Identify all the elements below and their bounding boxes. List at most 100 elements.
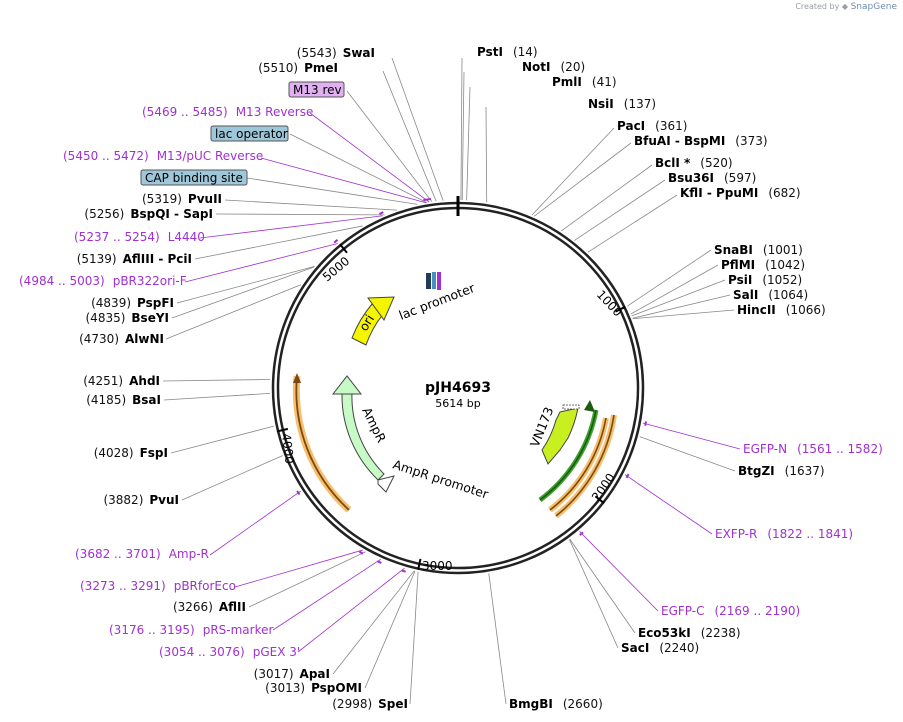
- leader-line: [181, 455, 283, 501]
- leader-line: [272, 559, 381, 631]
- leader-line: [170, 425, 275, 454]
- leader-line: [632, 294, 731, 319]
- site-label-ahdi: (4251)AhdI: [83, 374, 160, 388]
- leader-line: [574, 179, 666, 241]
- primer-label-m13-reverse: (5469 .. 5485)M13 Reverse: [142, 105, 313, 119]
- site-label-afliii-pcii: (5139)AflIII - PciI: [77, 252, 192, 266]
- ring-tick: [276, 427, 289, 433]
- ring-tick: [615, 305, 626, 313]
- primer-mark: [625, 473, 630, 479]
- site-label-pmei: (5510)PmeI: [258, 61, 338, 75]
- leader-line: [631, 279, 726, 317]
- leader-line: [531, 127, 615, 216]
- site-label-eco53ki: Eco53kI(2238): [638, 626, 741, 640]
- lac-operator-mark: [432, 272, 436, 289]
- leader-line: [642, 422, 741, 450]
- leader-line: [627, 249, 712, 307]
- leader-line: [460, 57, 463, 201]
- orange-track-2: [555, 414, 615, 517]
- primer-label-amp-r: (3682 .. 3701)Amp-R: [75, 547, 209, 561]
- boxed-label-m13-rev-text: M13 rev: [293, 83, 342, 97]
- site-label-pspfi: (4839)PspFI: [91, 296, 174, 310]
- snapgene-logo-icon: ◆: [841, 2, 849, 11]
- leader-line: [209, 490, 302, 556]
- leader-line: [569, 538, 636, 634]
- leader-line: [297, 567, 405, 653]
- site-label-nsii: NsiI(137): [588, 97, 656, 111]
- leader-line: [632, 309, 735, 320]
- leader-line: [533, 142, 632, 217]
- leader-line: [569, 539, 619, 649]
- boxed-label-lac-operator: [210, 125, 289, 142]
- site-label-bseyi: (4835)BseYI: [86, 311, 170, 325]
- site-label-noti: NotI(20): [522, 60, 585, 74]
- leader-line: [466, 86, 471, 201]
- feature-label-ori: ori: [356, 312, 377, 334]
- site-label-alwni: (4730)AlwNI: [79, 332, 164, 346]
- primer-label-egfp-n: EGFP-N(1561 .. 1582): [743, 442, 883, 456]
- primer-label-egfp-c: EGFP-C(2169 .. 2190): [661, 604, 800, 618]
- site-label-spei: (2998)SpeI: [332, 697, 408, 711]
- site-label-bsai: (4185)BsaI: [86, 393, 161, 407]
- plasmid-name: pJH4693: [425, 380, 491, 396]
- ring-ticks: [276, 196, 626, 570]
- primer-mark: [377, 560, 382, 564]
- primer-mark: [644, 421, 648, 426]
- site-label-bcli: BclI *(520): [655, 156, 733, 170]
- site-label-pvui: (3882)PvuI: [103, 493, 179, 507]
- site-label-saci: SacI(2240): [621, 641, 699, 655]
- cap-site-mark: [426, 273, 431, 289]
- leader-line: [171, 266, 315, 319]
- site-label-swai: (5543)SwaI: [297, 46, 375, 60]
- m13-rev-mark: [437, 272, 441, 290]
- primer-label-prs-marker: (3176 .. 3195)pRS-marker: [109, 623, 273, 637]
- primer-label-pbrforeco: (3273 .. 3291)pBRforEco: [80, 579, 236, 593]
- leader-line: [260, 157, 427, 204]
- primer-mark: [378, 211, 384, 215]
- credit-prefix: Created by: [795, 2, 840, 11]
- tick-label-4000: 4000: [279, 433, 297, 465]
- leader-line: [163, 392, 271, 401]
- site-label-paci: PacI(361): [617, 119, 687, 133]
- site-label-bmgbi: BmgBI(2660): [509, 697, 603, 711]
- tick-label-1000: 1000: [594, 287, 625, 319]
- ring-tick: [417, 558, 422, 570]
- leader-line: [165, 284, 302, 340]
- snapgene-credit: Created by ◆ SnapGene: [795, 2, 897, 12]
- vn173-feature: [541, 407, 579, 465]
- orange-track-1: [549, 417, 607, 511]
- site-label-psii: PsiI(1052): [728, 273, 802, 287]
- leader-line: [461, 71, 465, 201]
- site-label-bsu36i: Bsu36I(597): [668, 171, 756, 185]
- site-label-aflii: (3266)AflII: [173, 600, 246, 614]
- ampr-track: [295, 375, 350, 511]
- leader-line: [639, 436, 736, 472]
- leader-line: [587, 194, 678, 253]
- plasmid-length: 5614 bp: [435, 397, 480, 410]
- leader-line: [409, 571, 419, 705]
- leader-line: [246, 177, 418, 205]
- leader-line: [364, 570, 416, 689]
- boxed-label-cap-binding-site-text: CAP binding site: [145, 171, 243, 185]
- green-track: [539, 409, 597, 501]
- leader-line: [194, 225, 363, 260]
- site-label-kfli-ppumi: KflI - PpuMI(682): [680, 186, 801, 200]
- leader-line: [309, 112, 430, 203]
- primer-label-pbr322ori-f: (4984 .. 5003)pBR322ori-F: [19, 274, 187, 288]
- leader-line: [248, 551, 366, 608]
- leader-line: [488, 573, 507, 705]
- leader-line: [289, 133, 427, 203]
- feature-label-ampr-promoter: AmpR promoter: [391, 457, 491, 502]
- ring-tick: [594, 495, 605, 504]
- ampr-track-arrow-icon: [293, 373, 301, 383]
- boxed-label-lac-operator-text: lac operator: [215, 127, 288, 141]
- primer-label-l4440: (5237 .. 5254)L4440: [74, 230, 205, 244]
- site-label-pmli: PmlI(41): [552, 75, 617, 89]
- leader-line: [630, 264, 719, 315]
- leader-line: [346, 90, 433, 203]
- site-label-apai: (3017)ApaI: [254, 667, 330, 681]
- leader-line: [579, 531, 659, 612]
- site-label-psppomi: (3013)PspOMI: [265, 681, 362, 695]
- leader-line: [332, 570, 415, 675]
